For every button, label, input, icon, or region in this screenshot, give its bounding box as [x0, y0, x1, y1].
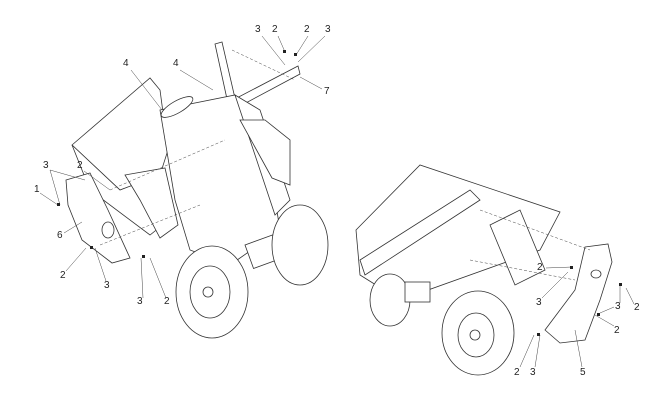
rear-fender-right — [239, 119, 291, 186]
callout-label: 4 — [173, 58, 179, 69]
callout-label: 2 — [614, 325, 620, 336]
callout-label: 2 — [77, 160, 83, 171]
rear-wheel — [271, 204, 329, 286]
callout-label: 7 — [324, 86, 330, 97]
callout-label: 4 — [123, 58, 129, 69]
callout-label: 1 — [34, 184, 40, 195]
front-wheel-right — [441, 290, 515, 376]
callout-label: 6 — [57, 230, 63, 241]
fender-part-6 — [65, 172, 131, 264]
right-vehicle-assembly — [355, 164, 635, 376]
callout-label: 2 — [537, 262, 543, 273]
rear-wheel-right — [369, 273, 411, 327]
fender-light — [101, 221, 115, 239]
left-vehicle-assembly — [39, 35, 329, 339]
callout-label: 3 — [536, 297, 542, 308]
engine-right — [404, 281, 431, 303]
callout-label: 2 — [304, 24, 310, 35]
callout-label: 3 — [104, 280, 110, 291]
seat-back — [489, 209, 546, 286]
callout-label: 5 — [580, 367, 586, 378]
callout-label: 3 — [43, 160, 49, 171]
front-wheel — [175, 245, 249, 339]
fender-part-5 — [544, 243, 613, 344]
callout-label: 2 — [60, 270, 66, 281]
steering-wheel — [160, 96, 194, 118]
callout-label: 2 — [164, 296, 170, 307]
callout-label: 3 — [255, 24, 261, 35]
callout-label: 2 — [514, 367, 520, 378]
callout-label: 3 — [325, 24, 331, 35]
callout-label: 3 — [530, 367, 536, 378]
callout-label: 2 — [634, 302, 640, 313]
callout-label: 3 — [615, 301, 621, 312]
frame-beam — [359, 189, 481, 276]
callout-label: 3 — [137, 296, 143, 307]
callout-label: 2 — [272, 24, 278, 35]
rear-frame — [355, 164, 561, 301]
